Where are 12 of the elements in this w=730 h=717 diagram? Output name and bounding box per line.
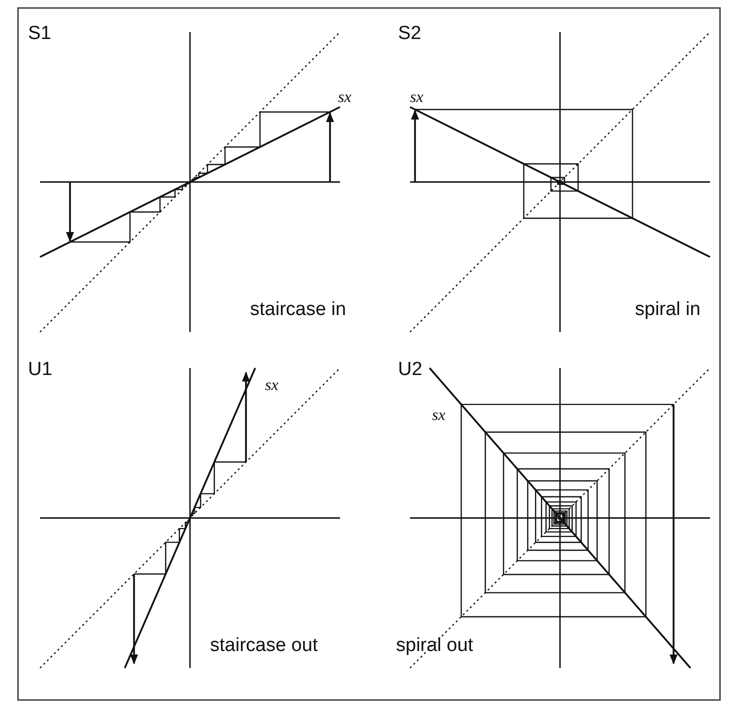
- panel-caption: staircase out: [210, 636, 318, 655]
- curve-label: sx: [432, 408, 446, 424]
- panel-label: S2: [398, 24, 422, 43]
- curve-label: sx: [338, 90, 352, 106]
- panel-label: S1: [28, 24, 52, 43]
- panel-caption: staircase in: [250, 300, 346, 319]
- panel-label: U1: [28, 360, 52, 379]
- panel-caption: spiral out: [396, 636, 474, 655]
- curve-label: sx: [265, 378, 278, 394]
- curve-label: sx: [410, 90, 424, 106]
- panel-label: U2: [398, 360, 422, 379]
- panel-caption: spiral in: [635, 300, 700, 319]
